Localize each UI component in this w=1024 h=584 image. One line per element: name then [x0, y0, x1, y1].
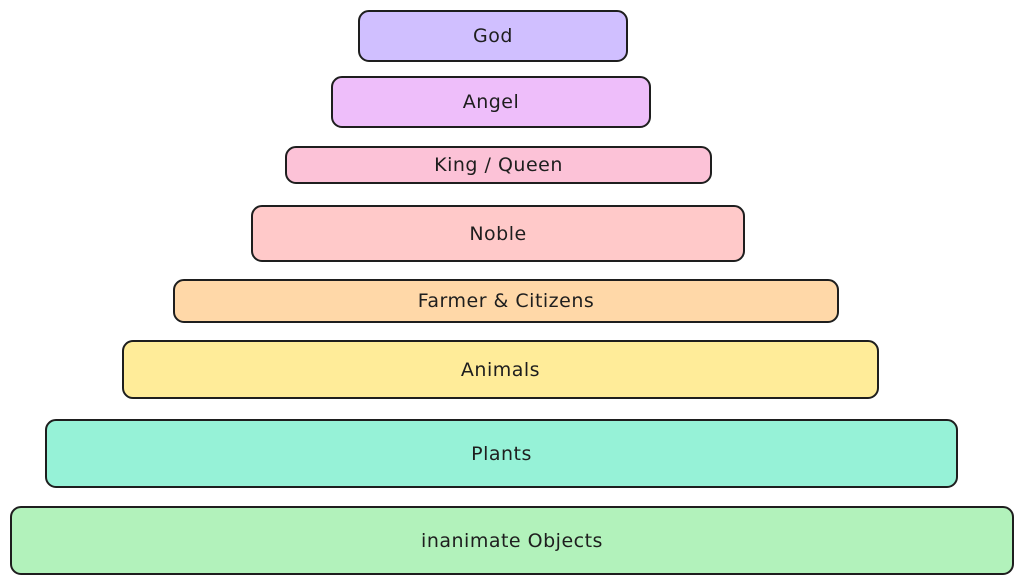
- tier-label: Animals: [460, 358, 541, 381]
- tier-inanimate-objects: inanimate Objects: [10, 506, 1014, 575]
- tier-label: Noble: [469, 222, 527, 245]
- tier-angel: Angel: [331, 76, 651, 128]
- tier-label: inanimate Objects: [421, 529, 603, 552]
- tier-noble: Noble: [251, 205, 745, 262]
- tier-god: God: [358, 10, 628, 62]
- tier-label: King / Queen: [434, 154, 563, 176]
- tier-label: God: [473, 25, 513, 47]
- tier-farmer-citizens: Farmer & Citizens: [173, 279, 839, 323]
- tier-label: Angel: [462, 91, 520, 113]
- tier-label: Farmer & Citizens: [417, 290, 595, 312]
- tier-plants: Plants: [45, 419, 958, 488]
- tier-animals: Animals: [122, 340, 879, 399]
- tier-label: Plants: [471, 442, 532, 465]
- tier-king-queen: King / Queen: [285, 146, 712, 184]
